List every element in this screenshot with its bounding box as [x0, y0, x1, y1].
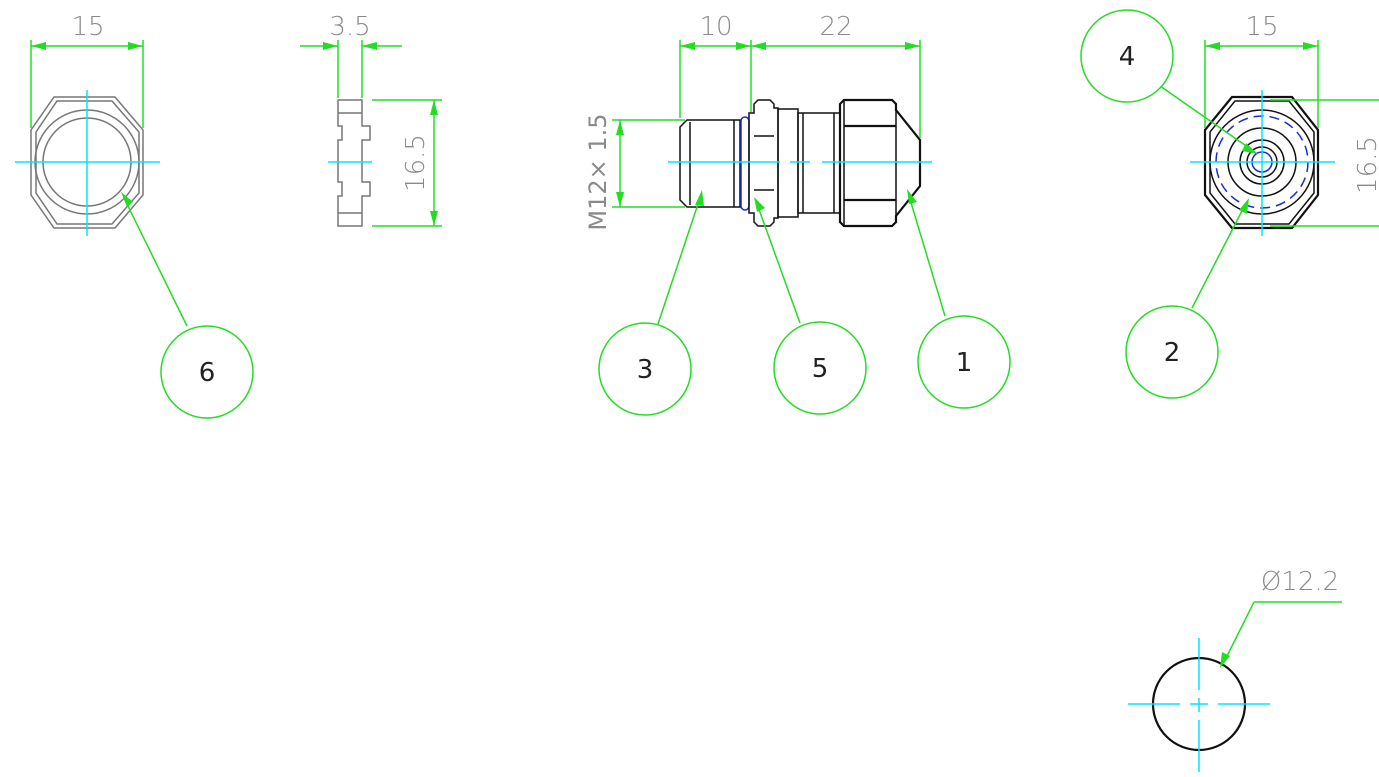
arrowhead — [1303, 42, 1318, 50]
nut-thickness-label: 3.5 — [329, 12, 370, 42]
arrowhead — [1205, 42, 1220, 50]
end-hex-inner — [1209, 100, 1315, 225]
arrowhead — [907, 189, 917, 204]
fitting-end-view: 15 16.5 — [1190, 12, 1379, 236]
nut-side-view: 3.5 16.5 — [300, 12, 442, 227]
balloon-6-leader — [123, 197, 188, 327]
balloons: 6 3 5 1 2 4 — [121, 9, 1258, 419]
arrowhead — [362, 42, 377, 50]
balloon-5-label: 5 — [812, 354, 829, 384]
arrowhead — [736, 42, 751, 50]
arrowhead — [754, 197, 765, 212]
ring-view: Ø12.2 — [1128, 567, 1342, 772]
nut-hex-inner-outline — [35, 100, 140, 225]
nut-side-outline — [337, 99, 371, 227]
balloon-4-label: 4 — [1119, 42, 1136, 72]
balloon-4-leader — [1159, 85, 1253, 151]
balloon-4 — [1080, 9, 1174, 103]
end-width-label: 15 — [1245, 12, 1278, 42]
balloon-2-label: 2 — [1164, 338, 1181, 368]
o-ring — [740, 116, 750, 211]
nut-width-label: 15 — [71, 12, 104, 42]
arrowhead — [1242, 143, 1258, 154]
flange-hex-outline — [748, 99, 779, 227]
end-hex-outline — [1203, 95, 1320, 230]
thread-spec-label: M12× 1.5 — [584, 113, 612, 230]
arrowhead — [1220, 652, 1230, 668]
nut-front-view: 15 — [15, 12, 160, 236]
arrowhead — [695, 190, 704, 206]
arrowhead — [128, 42, 143, 50]
balloon-3 — [598, 322, 692, 416]
balloon-3-label: 3 — [637, 355, 654, 385]
nut-hex-outline — [30, 96, 144, 229]
arrowhead — [323, 42, 338, 50]
thread-stub-outline — [679, 119, 741, 208]
arrowhead — [680, 42, 695, 50]
arrowhead — [751, 42, 766, 50]
fitting-assembly-view: 10 22 M12× 1.5 — [584, 12, 932, 231]
thread-length-label: 10 — [699, 12, 732, 42]
balloon-2 — [1125, 305, 1219, 399]
arrowhead — [616, 192, 624, 207]
balloon-2-leader — [1191, 204, 1246, 309]
nut-height-label: 16.5 — [401, 134, 431, 192]
balloon-6 — [160, 325, 254, 419]
arrowhead — [31, 42, 46, 50]
ring-leader — [1223, 601, 1255, 663]
balloon-5-leader — [756, 203, 801, 324]
end-height-label: 16.5 — [1353, 136, 1379, 194]
arrowhead — [905, 42, 920, 50]
cap-nut-outline — [838, 98, 922, 228]
body-section — [777, 108, 799, 218]
balloon-1-leader — [908, 195, 946, 317]
balloon-6-label: 6 — [199, 358, 216, 388]
arrowhead — [430, 100, 438, 115]
arrowhead — [1239, 198, 1249, 214]
balloon-1-label: 1 — [956, 348, 973, 378]
balloon-5 — [773, 321, 867, 415]
balloon-3-leader — [657, 197, 701, 325]
arrowhead — [121, 192, 133, 207]
arrowhead — [616, 120, 624, 135]
ring-diameter-label: Ø12.2 — [1261, 567, 1339, 597]
arrowhead — [430, 211, 438, 226]
balloon-1 — [917, 315, 1011, 409]
body-length-label: 22 — [819, 12, 852, 42]
